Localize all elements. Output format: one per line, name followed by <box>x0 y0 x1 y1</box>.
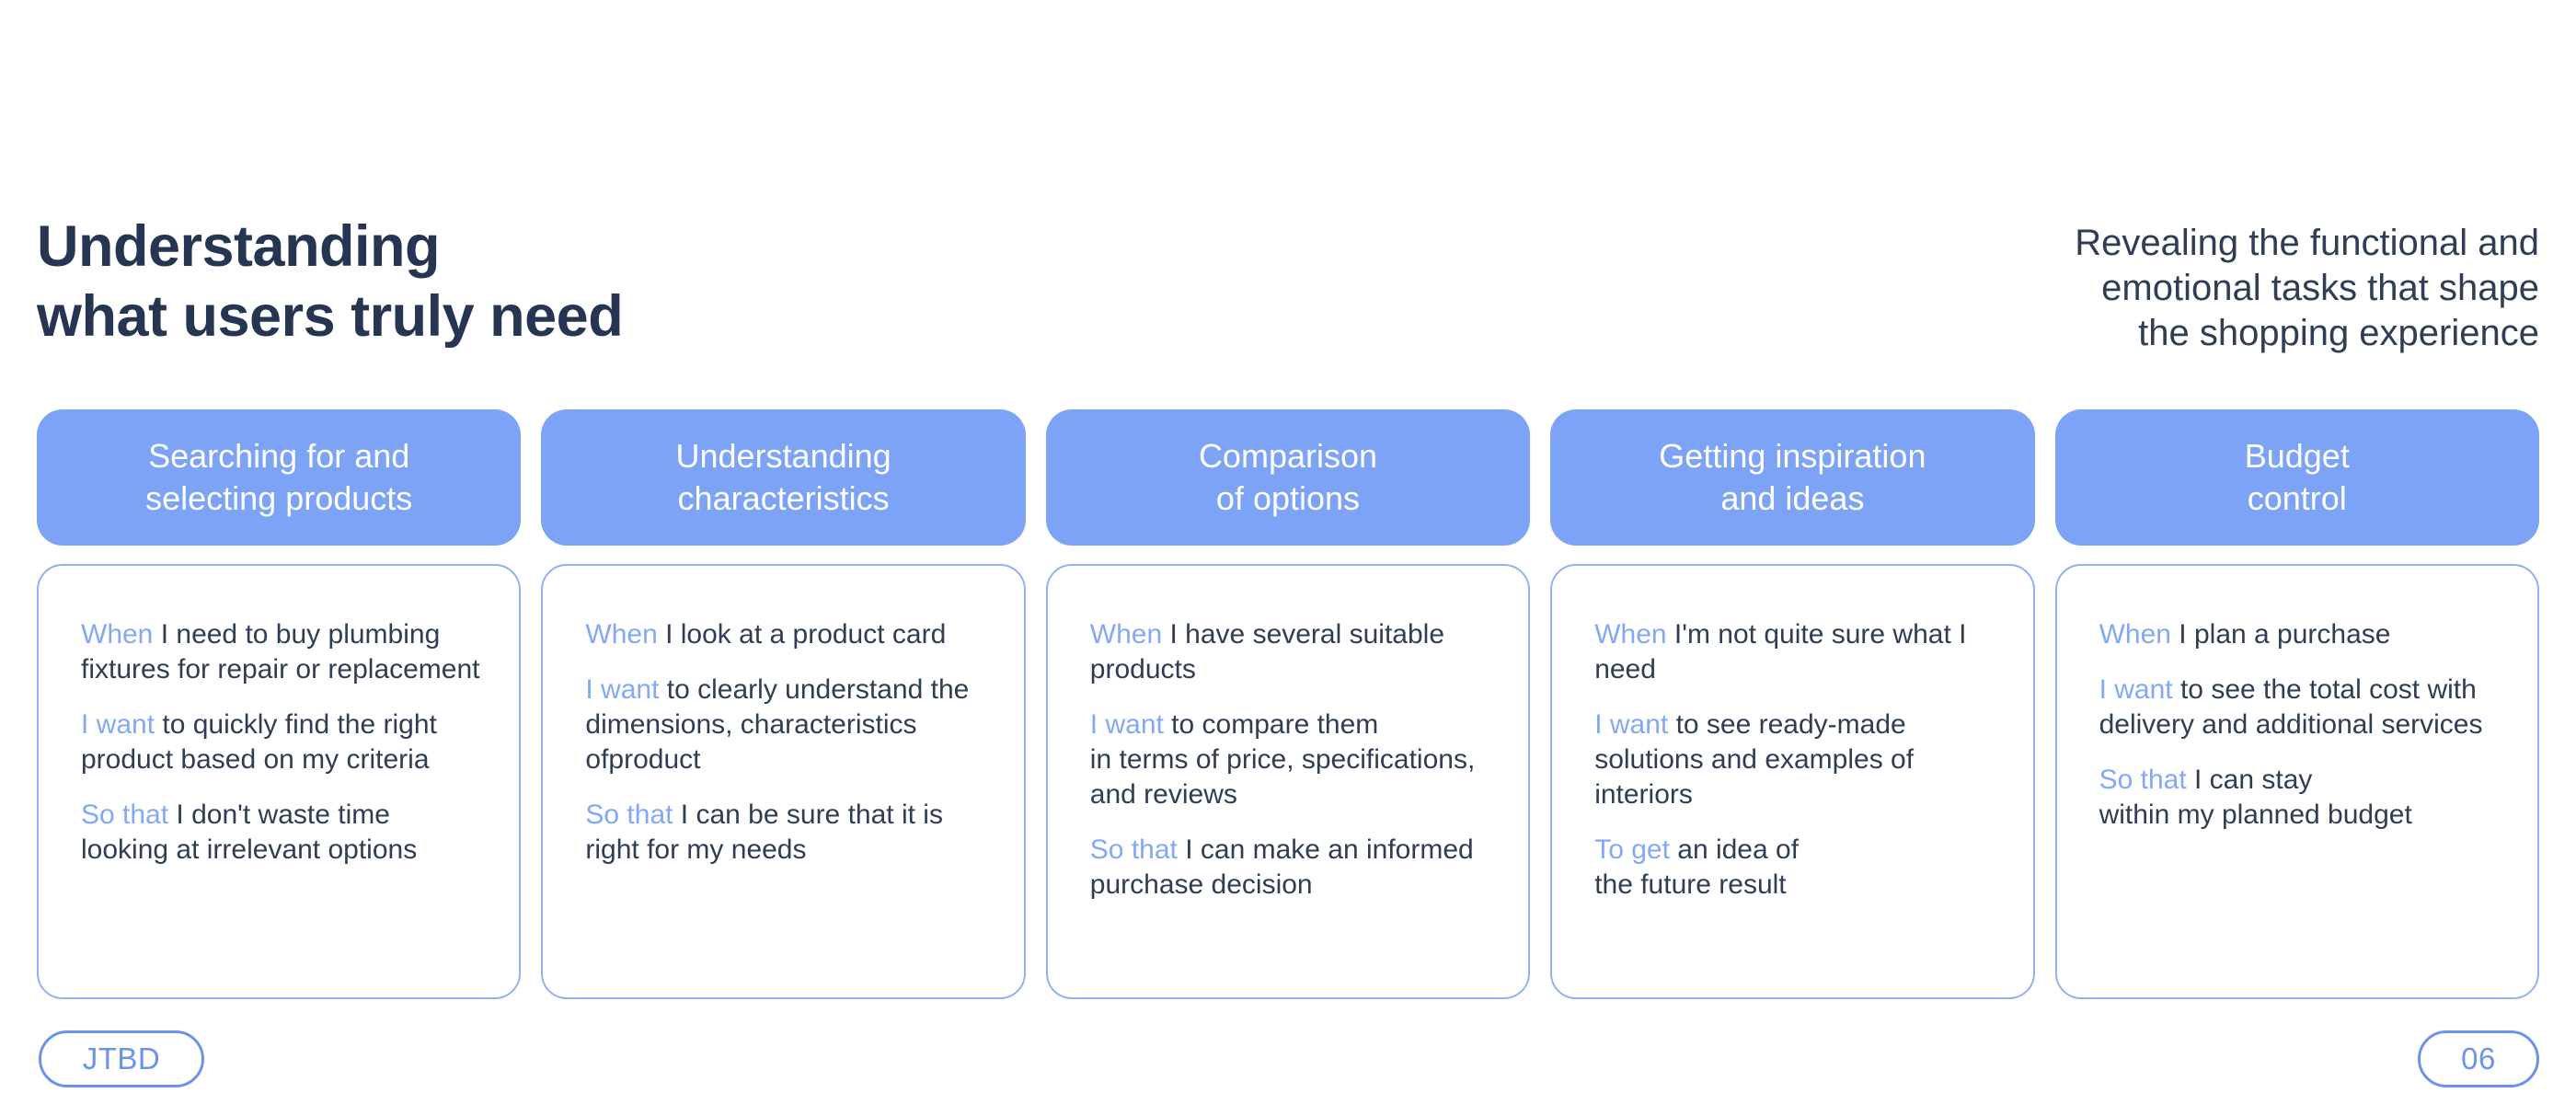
jtbd-statement-text: to see ready-made solutions and examples… <box>1594 709 1922 810</box>
jtbd-statement-text: I have several suitable products <box>1089 619 1453 685</box>
jtbd-statement-text: I can make an informed purchase decision <box>1089 834 1482 900</box>
jtbd-method-badge-label: JTBD <box>82 1041 161 1076</box>
jtbd-statement-text: to compare them in terms of price, speci… <box>1089 709 1476 810</box>
jtbd-column-budget: Budget control When I plan a purchase I … <box>2054 409 2539 999</box>
category-header-pill: Understanding characteristics <box>541 409 1026 546</box>
page-number-label: 06 <box>2461 1041 2496 1076</box>
jtbd-card: When I look at a product card I want to … <box>541 564 1026 999</box>
jtbd-card: When I'm not quite sure what I need I wa… <box>1550 564 2035 999</box>
jtbd-statement: When I look at a product card <box>585 617 988 652</box>
jtbd-keyword: So that <box>585 800 673 830</box>
category-header-label: Getting inspiration and ideas <box>1659 437 1926 517</box>
jtbd-keyword: When <box>81 619 154 650</box>
category-header-label: Comparison of options <box>1198 437 1378 517</box>
slide-subtitle: Revealing the functional and emotional t… <box>2075 223 2539 353</box>
jtbd-statement: To get an idea of the future result <box>1594 833 1997 903</box>
jtbd-column-inspiration: Getting inspiration and ideas When I'm n… <box>1550 409 2035 999</box>
jtbd-statement-text: I look at a product card <box>657 619 947 650</box>
jtbd-statement-text: an idea of the future result <box>1594 834 1800 900</box>
jtbd-statement-text: to see the total cost with delivery and … <box>2099 674 2485 740</box>
jtbd-keyword: I want <box>585 674 660 705</box>
jtbd-method-badge: JTBD <box>39 1030 204 1087</box>
jtbd-card: When I have several suitable products I … <box>1045 564 1531 999</box>
jtbd-statement-text: I can stay within my planned budget <box>2099 765 2412 830</box>
jtbd-keyword: So that <box>2099 765 2187 795</box>
jtbd-column-comparison: Comparison of options When I have severa… <box>1045 409 1531 999</box>
jtbd-keyword: I want <box>1089 709 1164 740</box>
jtbd-statement: I want to clearly understand the dimensi… <box>585 673 988 777</box>
category-header-label: Budget control <box>2244 437 2350 517</box>
jtbd-keyword: I want <box>2099 674 2173 705</box>
page-number-badge: 06 <box>2418 1030 2539 1087</box>
jtbd-column-searching: Searching for and selecting products Whe… <box>37 409 522 999</box>
jtbd-statement: When I plan a purchase <box>2099 617 2502 652</box>
category-header-pill: Budget control <box>2054 409 2539 546</box>
jtbd-statement-text: I don't waste time looking at irrelevant… <box>81 800 418 865</box>
jtbd-keyword: When <box>1089 619 1163 650</box>
category-header-label: Searching for and selecting products <box>145 437 413 517</box>
jtbd-statement: I want to compare them in terms of price… <box>1090 708 1493 812</box>
category-header-pill: Getting inspiration and ideas <box>1550 409 2035 546</box>
jtbd-keyword: To get <box>1594 834 1670 865</box>
jtbd-card: When I plan a purchase I want to see the… <box>2054 564 2539 999</box>
page-title: Understanding what users truly need <box>37 214 624 349</box>
jtbd-statement: I want to quickly find the right product… <box>81 708 484 777</box>
category-header-label: Understanding characteristics <box>675 437 891 517</box>
jtbd-keyword: I want <box>81 709 155 740</box>
jtbd-statement: So that I can be sure that it is right f… <box>585 798 988 868</box>
category-header-pill: Comparison of options <box>1045 409 1531 546</box>
jtbd-keyword: So that <box>81 800 169 830</box>
jtbd-statement: When I need to buy plumbing fixtures for… <box>81 617 484 687</box>
jtbd-statement: So that I can stay within my planned bud… <box>2099 763 2502 833</box>
jtbd-keyword: So that <box>1089 834 1178 865</box>
jtbd-keyword: I want <box>1594 709 1669 740</box>
jtbd-keyword: When <box>1594 619 1667 650</box>
jtbd-statement: When I have several suitable products <box>1090 617 1493 687</box>
jtbd-statement-text: I plan a purchase <box>2170 619 2391 650</box>
jtbd-statement: I want to see ready-made solutions and e… <box>1594 708 1997 812</box>
jtbd-statement-text: I need to buy plumbing fixtures for repa… <box>81 619 480 685</box>
category-header-pill: Searching for and selecting products <box>37 409 522 546</box>
jtbd-keyword: When <box>2099 619 2171 650</box>
jtbd-statement-text: I'm not quite sure what I need <box>1594 619 1974 685</box>
jtbd-columns: Searching for and selecting products Whe… <box>37 409 2539 999</box>
jtbd-statement: I want to see the total cost with delive… <box>2099 673 2502 742</box>
jtbd-statement-text: to clearly understand the dimensions, ch… <box>585 674 977 775</box>
jtbd-statement: When I'm not quite sure what I need <box>1594 617 1997 687</box>
jtbd-statement: So that I can make an informed purchase … <box>1090 833 1493 903</box>
jtbd-statement: So that I don't waste time looking at ir… <box>81 798 484 868</box>
jtbd-statement-text: I can be sure that it is right for my ne… <box>585 800 951 865</box>
jtbd-keyword: When <box>585 619 658 650</box>
jtbd-column-characteristics: Understanding characteristics When I loo… <box>541 409 1026 999</box>
jtbd-card: When I need to buy plumbing fixtures for… <box>37 564 522 999</box>
jtbd-statement-text: to quickly find the right product based … <box>81 709 445 775</box>
